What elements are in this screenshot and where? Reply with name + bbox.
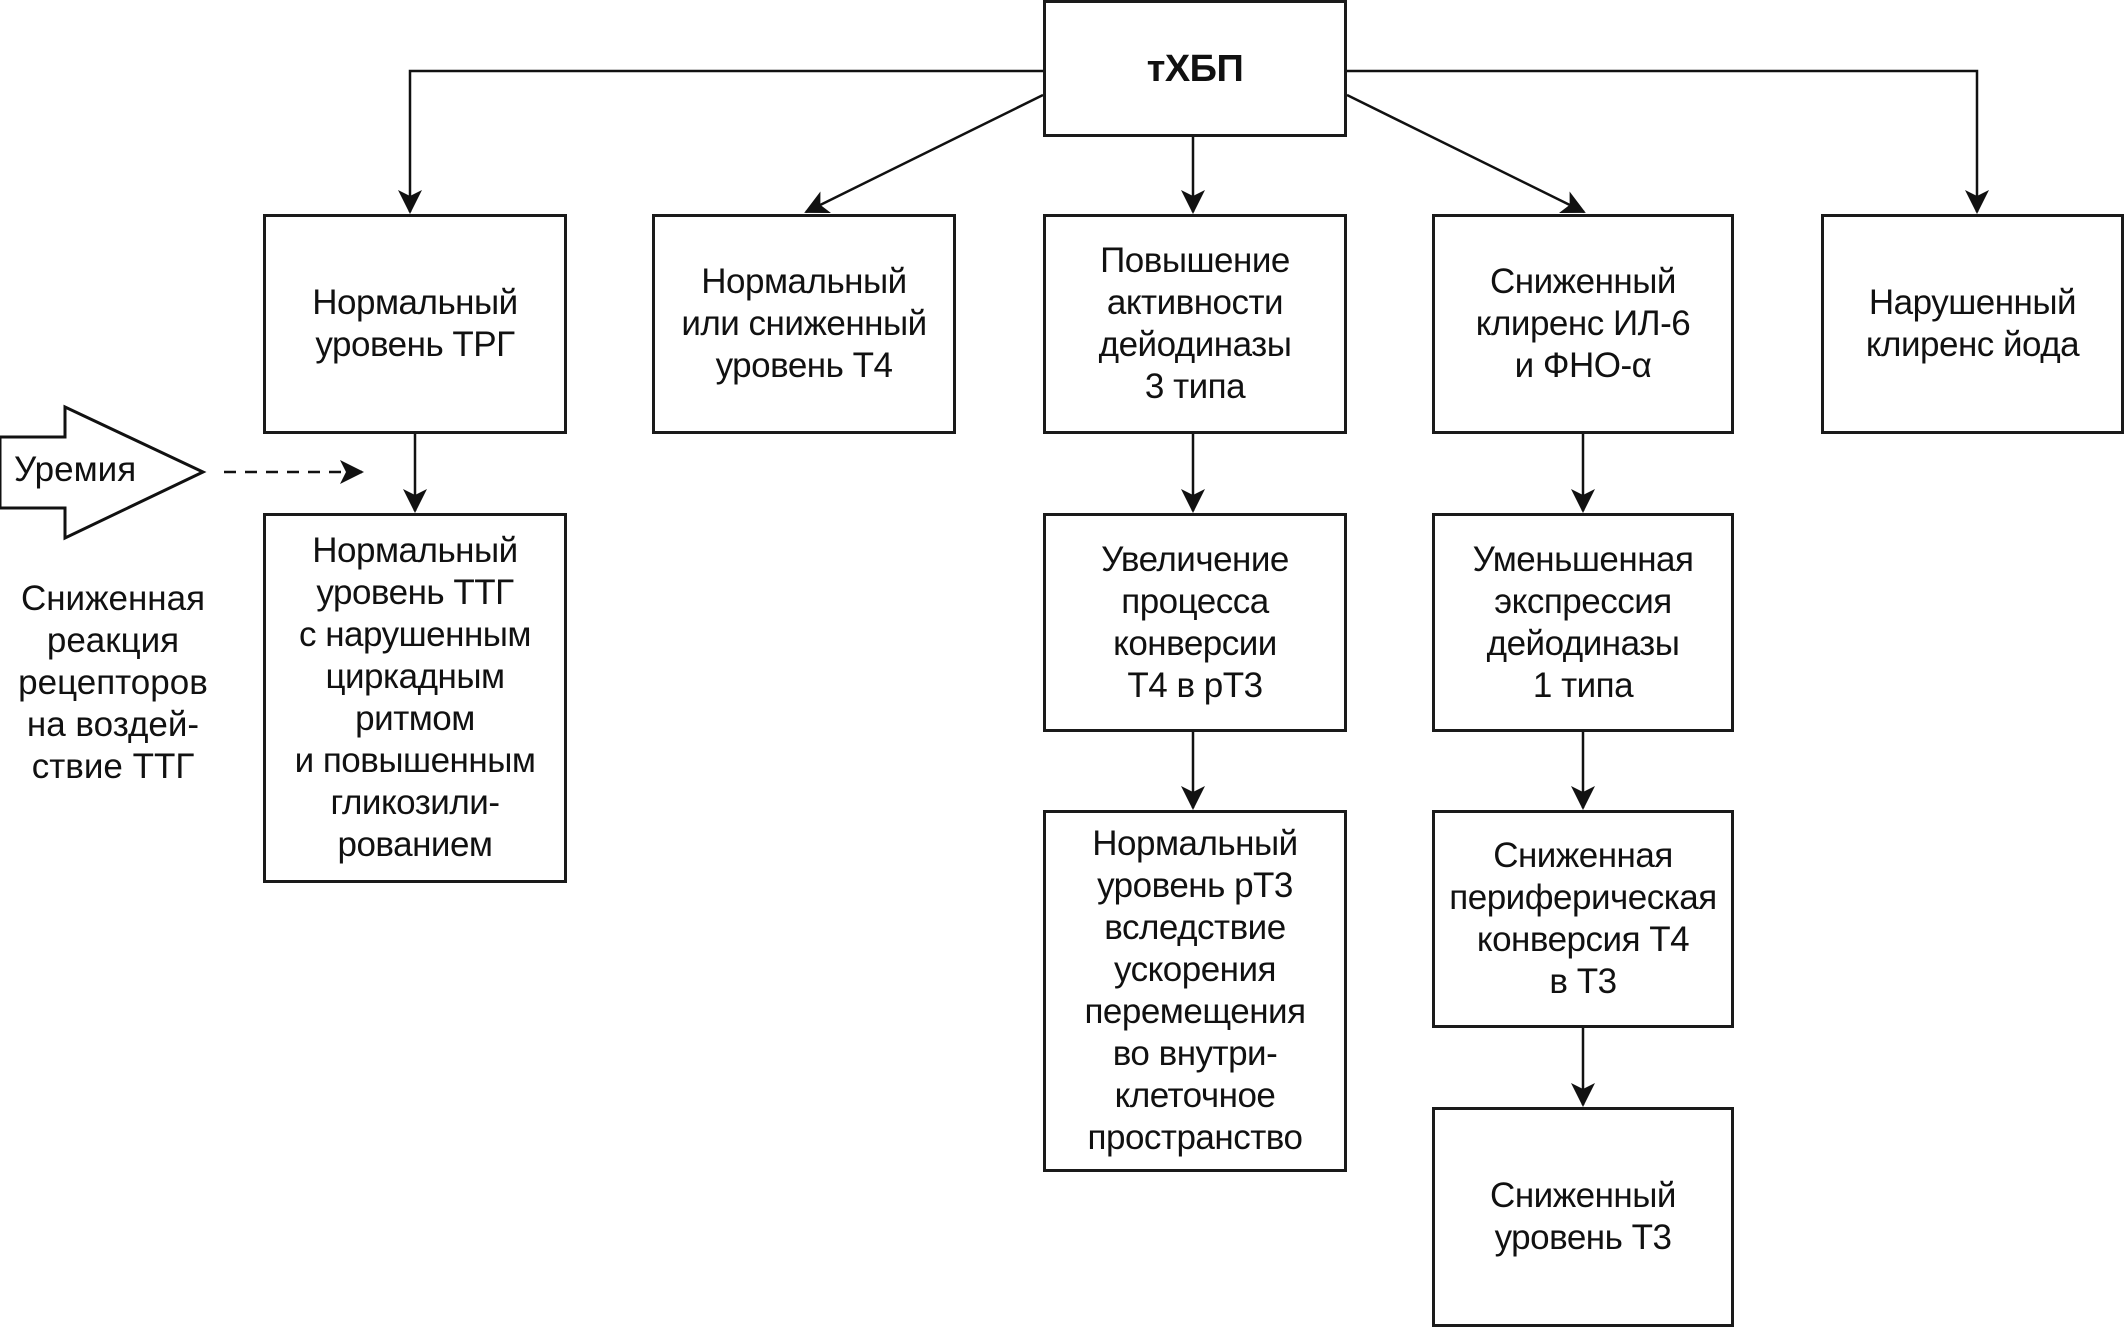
text-line: ствие ТТГ (31, 747, 195, 786)
text-line: или сниженный (681, 304, 927, 343)
arrow-root-to-trh (398, 69, 1043, 214)
receptor-response-note: Сниженная реакция рецепторов на воздей- … (0, 578, 226, 788)
arrow-root-to-il6 (1346, 93, 1586, 214)
text-line: Сниженный (1490, 1176, 1676, 1215)
text-line: Нормальный (701, 262, 907, 301)
text-line: Нормальный (1092, 824, 1298, 863)
text-line: Повышение (1100, 241, 1290, 280)
text-line: рецепторов (18, 663, 208, 702)
text-line: Нормальный (312, 531, 518, 570)
text-line: и ФНО-α (1514, 346, 1652, 385)
text-line: уровень рТ3 (1097, 866, 1293, 905)
text-line: дейодиназы (1486, 623, 1680, 663)
text-line: во внутри- (1112, 1034, 1278, 1073)
text-line: активности (1106, 283, 1284, 322)
root-box-ckd: тХБП (1043, 0, 1347, 137)
text-line: 3 типа (1144, 367, 1246, 406)
text-line: клеточное (1114, 1076, 1276, 1115)
text-line: циркадным (325, 657, 505, 696)
text-line: конверсия Т4 (1476, 920, 1690, 959)
text-line: Сниженная (20, 579, 206, 618)
text-line: 1 типа (1532, 665, 1634, 705)
text-line: Сниженный (1490, 262, 1676, 301)
text-line: уровень ТРГ (315, 325, 515, 364)
text-line: экспрессия (1494, 581, 1672, 621)
text-line: в Т3 (1549, 962, 1617, 1001)
arrow-root-to-t4 (804, 93, 1044, 214)
uremia-label: Уремия (14, 450, 137, 489)
text-line: клиренс ИЛ-6 (1475, 304, 1691, 343)
box-rt3-normal: Нормальный уровень рТ3 вследствие ускоре… (1043, 810, 1347, 1172)
text-line: гликозили- (330, 783, 500, 822)
text-line: Сниженная (1493, 836, 1673, 875)
text-line: Нормальный (312, 283, 518, 322)
text-line: Уменьшенная (1472, 539, 1694, 579)
text-line: на воздей- (26, 705, 200, 744)
text-line: уровень ТТГ (316, 573, 514, 612)
uremia-block-arrow (0, 404, 207, 541)
text-line: клиренс йода (1865, 325, 2080, 364)
text-line: конверсии (1113, 623, 1277, 663)
text-line: и повышенным (294, 741, 536, 780)
text-line: реакция (46, 621, 180, 660)
text-line: уровень Т3 (1494, 1218, 1672, 1257)
text-line: ускорения (1113, 950, 1277, 989)
text-line: ритмом (355, 699, 475, 738)
root-label: тХБП (1146, 47, 1244, 90)
text-line: Т4 в рТ3 (1127, 665, 1263, 705)
text-line: перемещения (1084, 992, 1306, 1031)
text-line: рованием (337, 825, 493, 864)
text-line: процесса (1121, 581, 1269, 621)
text-line: уровень Т4 (715, 346, 893, 385)
text-line: пространство (1087, 1118, 1303, 1157)
text-line: вследствие (1104, 908, 1286, 947)
arrow-root-to-iodine (1347, 69, 1989, 214)
text-line: с нарушенным (298, 615, 532, 654)
text-line: дейодиназы (1098, 325, 1292, 364)
text-line: Увеличение (1101, 539, 1289, 579)
text-line: Нарушенный (1868, 283, 2077, 322)
text-line: периферическая (1449, 878, 1717, 917)
box-tsh-level: Нормальный уровень ТТГ с нарушенным цирк… (263, 513, 567, 883)
